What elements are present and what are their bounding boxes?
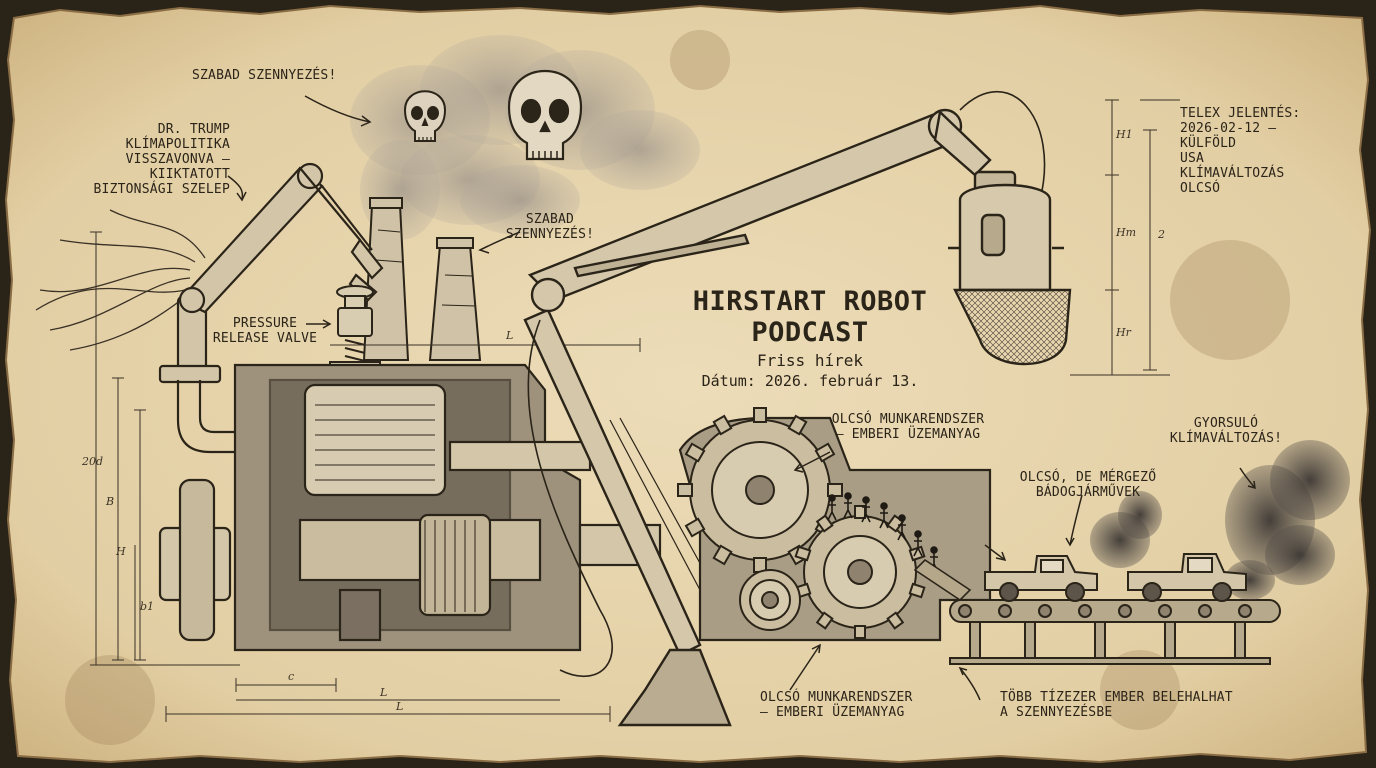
dimension-label: B: [106, 495, 115, 508]
dimension-label: Hr: [1116, 326, 1131, 339]
podcast-title: HIRSTART ROBOT PODCAST: [692, 286, 928, 348]
skull-icon: [403, 90, 447, 142]
tin-cars-label: OLCSÓ, DE MÉRGEZŐ BÁDOGJÁRMŰVEK: [1019, 470, 1157, 500]
dimension-label: H1: [1116, 128, 1133, 141]
podcast-date: Dátum: 2026. február 13.: [701, 372, 919, 390]
pressure-valve-label: PRESSURE RELEASE VALVE: [212, 316, 318, 346]
annotation-arrows: [227, 95, 1256, 701]
dimension-label: 20d: [82, 455, 104, 468]
black-smoke: [1090, 440, 1350, 600]
skull-icon: [507, 70, 583, 161]
dimension-label: Hm: [1116, 226, 1137, 239]
dimension-label: L: [396, 700, 404, 713]
trump-valve-label: DR. TRUMP KLÍMAPOLITIKA VISSZAVONVA – KI…: [93, 122, 230, 197]
left-robot-arm: [158, 162, 384, 384]
labor-gear-label: OLCSÓ MUNKARENDSZER – EMBERI ÜZEMANYAG: [831, 412, 985, 442]
engine-block: [158, 363, 662, 652]
labor-bottom-label: OLCSÓ MUNKARENDSZER – EMBERI ÜZEMANYAG: [760, 690, 913, 720]
workers-figures: [827, 492, 939, 573]
truck-icon: [1127, 553, 1247, 602]
factory-chimney-icon: [362, 197, 482, 361]
climate-change-label: GYORSULÓ KLÍMAVÁLTOZÁS!: [1169, 416, 1283, 446]
pollution-label-top: SZABAD SZENNYEZÉS!: [192, 68, 337, 83]
dimension-label: L: [380, 686, 388, 699]
dimension-label: L: [506, 329, 514, 342]
pollution-chimney-label: SZABAD SZENNYEZÉS!: [505, 212, 595, 242]
gear-icon: [739, 569, 801, 631]
dimension-lines: [90, 231, 641, 722]
gear-icon: [794, 505, 926, 639]
truck-icon: [984, 555, 1098, 602]
dimension-label: 2: [1158, 228, 1165, 241]
dimension-label: b1: [140, 600, 155, 613]
telex-report-label: TELEX JELENTÉS: 2026-02-12 – KÜLFÖLD USA…: [1180, 106, 1301, 196]
microphone-arm: [523, 90, 1046, 727]
steam-pipe: [176, 380, 290, 454]
dimension-label: c: [288, 670, 295, 683]
dimension-label: H: [116, 545, 126, 558]
microphone-icon: [948, 170, 1072, 366]
deaths-label: TÖBB TÍZEZER EMBER BELEHALHAT A SZENNYEZ…: [1000, 690, 1233, 720]
conveyor-belt: [949, 599, 1281, 665]
gear-icon: [677, 407, 843, 573]
podcast-subtitle: Friss hírek: [757, 351, 863, 370]
podcast-title-block: HIRSTART ROBOT PODCAST Friss hírek Dátum…: [640, 286, 980, 391]
